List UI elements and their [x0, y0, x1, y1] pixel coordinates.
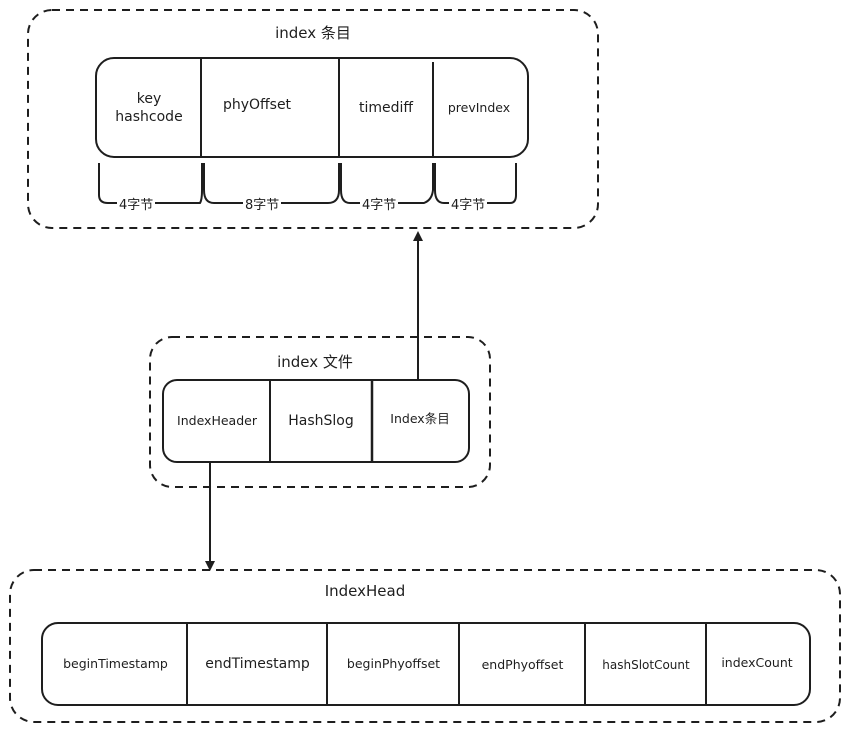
- index-head-container: [9, 569, 841, 723]
- index-head-box: [41, 622, 811, 706]
- index-entry-title: index 条目: [275, 24, 351, 42]
- field-end-phyoffset: endPhyoffset: [481, 657, 564, 672]
- field-index-count: indexCount: [721, 655, 793, 670]
- size-label: 4字节: [117, 194, 156, 213]
- field-begin-timestamp: beginTimestamp: [63, 656, 168, 671]
- index-head-title: IndexHead: [324, 582, 406, 600]
- size-label: 4字节: [360, 194, 399, 213]
- section-index-header: IndexHeader: [177, 413, 257, 428]
- index-entry-box: [95, 57, 529, 158]
- field-begin-phyoffset: beginPhyoffset: [346, 656, 441, 671]
- index-file-container: [149, 336, 491, 488]
- field-previndex: prevIndex: [447, 99, 511, 115]
- field-end-timestamp: endTimestamp: [205, 656, 310, 672]
- index-file-title: index 文件: [277, 353, 353, 371]
- section-hashslog: HashSlog: [288, 413, 354, 429]
- field-hash-slot-count: hashSlotCount: [602, 658, 690, 672]
- field-timediff: timediff: [358, 99, 414, 116]
- index-entry-container: [27, 9, 599, 229]
- section-index-entry: Index条目: [390, 411, 450, 426]
- size-label: 8字节: [243, 194, 282, 213]
- field-key-hashcode: key hashcode: [115, 90, 183, 125]
- index-file-box: [162, 379, 470, 463]
- field-phyoffset: phyOffset: [222, 97, 292, 113]
- size-label: 4字节: [449, 194, 488, 213]
